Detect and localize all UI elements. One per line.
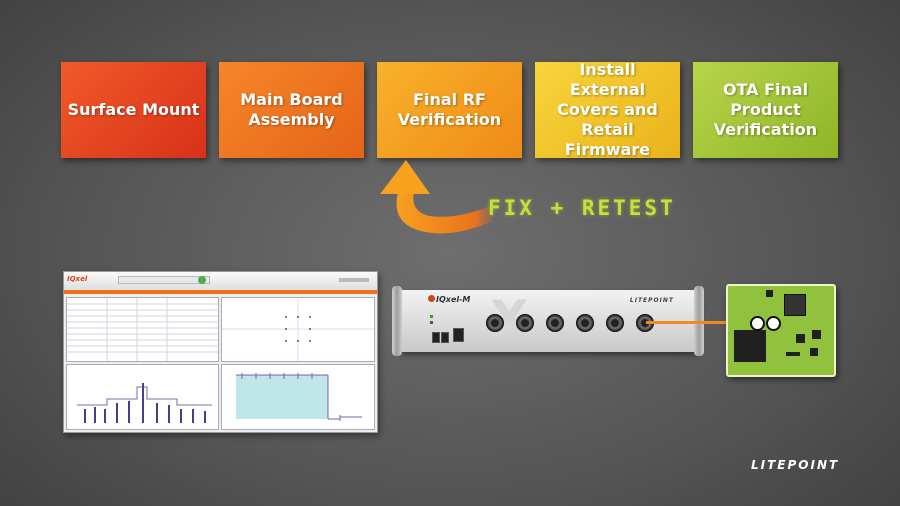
chip-component: [796, 334, 805, 343]
software-toolbar: IQxel: [64, 272, 377, 291]
status-led: [430, 321, 433, 324]
chip-component: [786, 352, 800, 356]
stage-final-rf-verification: Final RF Verification: [377, 62, 522, 158]
usb-port: [432, 332, 440, 343]
software-screenshot: IQxel: [63, 271, 378, 433]
rf-port: [516, 314, 534, 332]
constellation-pane: [221, 297, 375, 362]
instrument-handle-left: [392, 286, 402, 356]
dut-circuit-board: [726, 284, 836, 377]
ethernet-port: [453, 328, 464, 342]
spectrum-bars-pane: [66, 364, 219, 430]
stage-label: Install External Covers and Retail Firmw…: [557, 60, 658, 159]
software-logo: IQxel: [67, 275, 88, 283]
spectrum-bars-plot: [77, 383, 212, 423]
rf-cable: [646, 321, 760, 324]
rf-port: [606, 314, 624, 332]
status-led: [430, 315, 433, 318]
rf-port: [546, 314, 564, 332]
rf-port: [576, 314, 594, 332]
instrument-brand: IQxel-M: [436, 295, 471, 304]
chip-tiny: [766, 290, 773, 297]
rf-connector: [750, 316, 765, 331]
power-trace-plot: [236, 373, 362, 421]
stage-label: OTA Final Product Verification: [713, 80, 818, 139]
stage-surface-mount: Surface Mount: [61, 62, 206, 158]
results-table-lines: [67, 298, 218, 361]
chip-small: [784, 294, 806, 316]
software-status-bar: [64, 290, 377, 294]
chip-component: [810, 348, 818, 356]
stage-label: Main Board Assembly: [240, 90, 343, 129]
usb-port: [441, 332, 449, 343]
chip-main-processor: [734, 330, 766, 362]
rf-connector: [766, 316, 781, 331]
instrument-maker-logo: LITEPOINT: [629, 297, 674, 304]
litepoint-logo: LITEPOINT: [751, 458, 840, 472]
stage-label: Final RF Verification: [397, 90, 502, 129]
chip-component: [812, 330, 821, 339]
results-table-pane: [66, 297, 219, 362]
fix-retest-label: FIX + RETEST: [488, 196, 676, 220]
instrument-logo-icon: [428, 295, 435, 302]
rf-port: [486, 314, 504, 332]
power-trace-pane: [221, 364, 375, 430]
stage-label: Surface Mount: [67, 100, 200, 119]
stage-ota-final-verification: OTA Final Product Verification: [693, 62, 838, 158]
loop-arrow: [380, 160, 495, 234]
stage-install-covers-firmware: Install External Covers and Retail Firmw…: [535, 60, 680, 159]
stage-main-board-assembly: Main Board Assembly: [219, 62, 364, 158]
test-instrument: X IQxel-M LITEPOINT: [392, 286, 704, 356]
constellation-plot: [222, 298, 374, 361]
